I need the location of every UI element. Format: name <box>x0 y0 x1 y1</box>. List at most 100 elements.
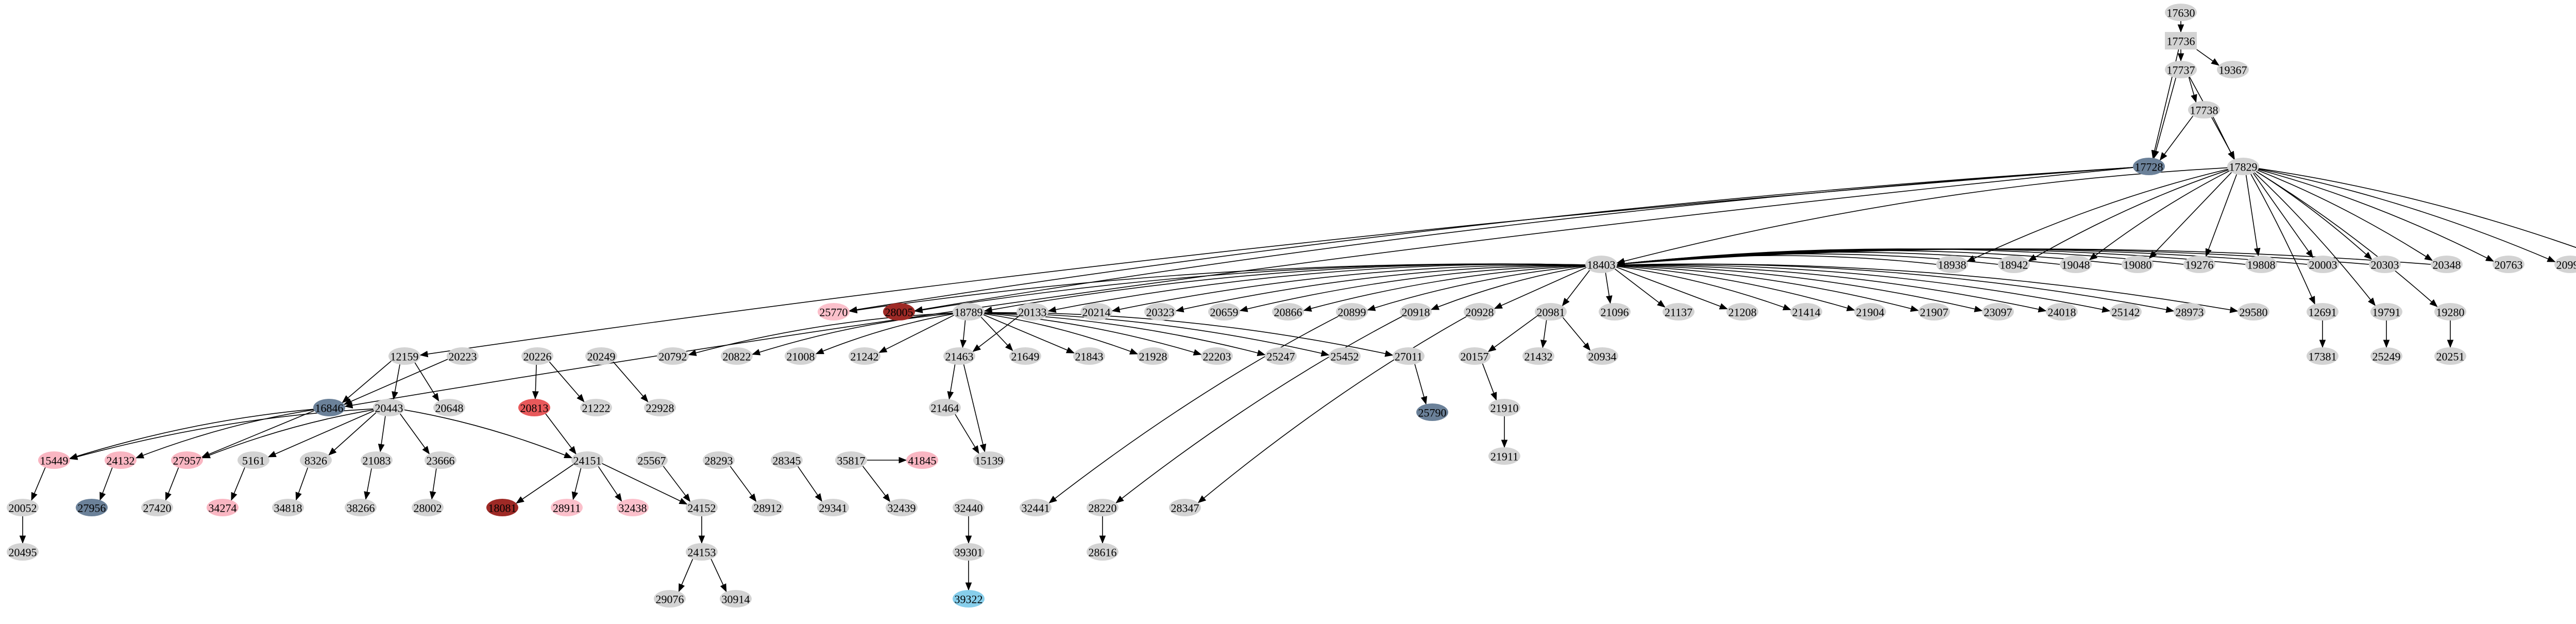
node-ellipse[interactable] <box>2554 256 2576 273</box>
graph-node[interactable]: 20052 <box>7 499 39 516</box>
node-ellipse[interactable] <box>1936 256 1968 273</box>
node-ellipse[interactable] <box>943 347 975 365</box>
node-ellipse[interactable] <box>2217 61 2249 78</box>
graph-node[interactable]: 17728 <box>2133 158 2165 175</box>
graph-node[interactable]: 21911 <box>1488 447 1520 465</box>
graph-node[interactable]: 20251 <box>2434 347 2466 365</box>
node-ellipse[interactable] <box>2227 158 2259 175</box>
graph-node[interactable]: 38266 <box>345 499 377 516</box>
graph-node[interactable]: 29341 <box>817 499 849 516</box>
graph-node[interactable]: 17736 <box>2165 32 2197 49</box>
node-ellipse[interactable] <box>1982 303 2014 321</box>
node-ellipse[interactable] <box>2165 61 2197 78</box>
graph-node[interactable]: 21843 <box>1073 347 1105 365</box>
graph-node[interactable]: 32438 <box>617 499 649 516</box>
node-ellipse[interactable] <box>1073 347 1105 365</box>
graph-node[interactable]: 25452 <box>1329 347 1361 365</box>
node-ellipse[interactable] <box>2245 256 2277 273</box>
graph-node[interactable]: 19080 <box>2122 256 2154 273</box>
graph-node[interactable]: 30914 <box>720 590 752 608</box>
graph-node[interactable]: 20822 <box>721 347 753 365</box>
node-ellipse[interactable] <box>2060 256 2092 273</box>
node-ellipse[interactable] <box>518 399 550 416</box>
node-ellipse[interactable] <box>1918 303 1950 321</box>
graph-node[interactable]: 20928 <box>1464 303 1496 321</box>
graph-node[interactable]: 21137 <box>1663 303 1694 321</box>
graph-node[interactable]: 25790 <box>1416 403 1448 421</box>
node-ellipse[interactable] <box>1726 303 1758 321</box>
node-ellipse[interactable] <box>1586 347 1618 365</box>
node-ellipse[interactable] <box>447 347 479 365</box>
node-ellipse[interactable] <box>953 590 985 608</box>
graph-node[interactable]: 20998 <box>2554 256 2576 273</box>
graph-node[interactable]: 20866 <box>1272 303 1304 321</box>
graph-node[interactable]: 39301 <box>953 543 985 561</box>
graph-node[interactable]: 17737 <box>2165 61 2197 78</box>
node-rect[interactable] <box>2165 32 2197 49</box>
node-ellipse[interactable] <box>2046 303 2078 321</box>
graph-node[interactable]: 29076 <box>654 590 686 608</box>
node-ellipse[interactable] <box>2133 158 2165 175</box>
node-ellipse[interactable] <box>785 347 817 365</box>
graph-node[interactable]: 17738 <box>2188 101 2220 119</box>
graph-node[interactable]: 20495 <box>7 543 39 561</box>
graph-node[interactable]: 18403 <box>1585 256 1617 273</box>
node-ellipse[interactable] <box>2434 347 2466 365</box>
graph-node[interactable]: 21096 <box>1599 303 1631 321</box>
node-ellipse[interactable] <box>345 499 377 516</box>
node-ellipse[interactable] <box>1585 256 1617 273</box>
graph-node[interactable]: 21208 <box>1726 303 1758 321</box>
node-ellipse[interactable] <box>1336 303 1368 321</box>
node-ellipse[interactable] <box>521 347 553 365</box>
graph-node[interactable]: 20934 <box>1586 347 1618 365</box>
graph-node[interactable]: 32440 <box>953 499 985 516</box>
node-ellipse[interactable] <box>1522 347 1554 365</box>
node-ellipse[interactable] <box>1400 303 1432 321</box>
node-ellipse[interactable] <box>886 499 918 516</box>
node-ellipse[interactable] <box>636 451 668 469</box>
graph-node[interactable]: 28005 <box>883 303 915 321</box>
graph-node[interactable]: 27957 <box>171 451 203 469</box>
node-ellipse[interactable] <box>1535 303 1567 321</box>
graph-node[interactable]: 15449 <box>38 451 70 469</box>
node-ellipse[interactable] <box>2307 303 2338 321</box>
graph-node[interactable]: 19791 <box>2370 303 2402 321</box>
node-ellipse[interactable] <box>1854 303 1886 321</box>
node-ellipse[interactable] <box>1016 303 1048 321</box>
node-ellipse[interactable] <box>425 451 456 469</box>
graph-node[interactable]: 17630 <box>2165 4 2197 21</box>
node-ellipse[interactable] <box>973 451 1005 469</box>
graph-node[interactable]: 19367 <box>2217 61 2249 78</box>
node-ellipse[interactable] <box>1329 347 1361 365</box>
graph-node[interactable]: 19280 <box>2434 303 2466 321</box>
node-ellipse[interactable] <box>1416 403 1448 421</box>
graph-node[interactable]: 20323 <box>1144 303 1176 321</box>
graph-node[interactable]: 18081 <box>486 499 518 516</box>
graph-node[interactable]: 15139 <box>973 451 1005 469</box>
node-ellipse[interactable] <box>849 347 880 365</box>
node-ellipse[interactable] <box>721 347 753 365</box>
graph-node[interactable]: 29580 <box>2238 303 2269 321</box>
node-ellipse[interactable] <box>238 451 269 469</box>
node-ellipse[interactable] <box>1080 303 1112 321</box>
node-ellipse[interactable] <box>2370 347 2402 365</box>
graph-node[interactable]: 17829 <box>2227 158 2259 175</box>
node-ellipse[interactable] <box>580 399 612 416</box>
node-ellipse[interactable] <box>686 543 718 561</box>
node-ellipse[interactable] <box>929 399 961 416</box>
node-ellipse[interactable] <box>2188 101 2220 119</box>
node-ellipse[interactable] <box>551 499 583 516</box>
node-ellipse[interactable] <box>38 451 70 469</box>
node-ellipse[interactable] <box>2434 303 2466 321</box>
graph-node[interactable]: 20133 <box>1016 303 1048 321</box>
graph-node[interactable]: 20659 <box>1208 303 1240 321</box>
graph-node[interactable]: 20813 <box>518 399 550 416</box>
node-ellipse[interactable] <box>2307 256 2339 273</box>
graph-node[interactable]: 28293 <box>703 451 735 469</box>
graph-node[interactable]: 24153 <box>686 543 718 561</box>
graph-node[interactable]: 19808 <box>2245 256 2277 273</box>
node-ellipse[interactable] <box>2183 256 2215 273</box>
graph-node[interactable]: 20899 <box>1336 303 1368 321</box>
node-ellipse[interactable] <box>953 303 985 321</box>
graph-node[interactable]: 28973 <box>2174 303 2206 321</box>
